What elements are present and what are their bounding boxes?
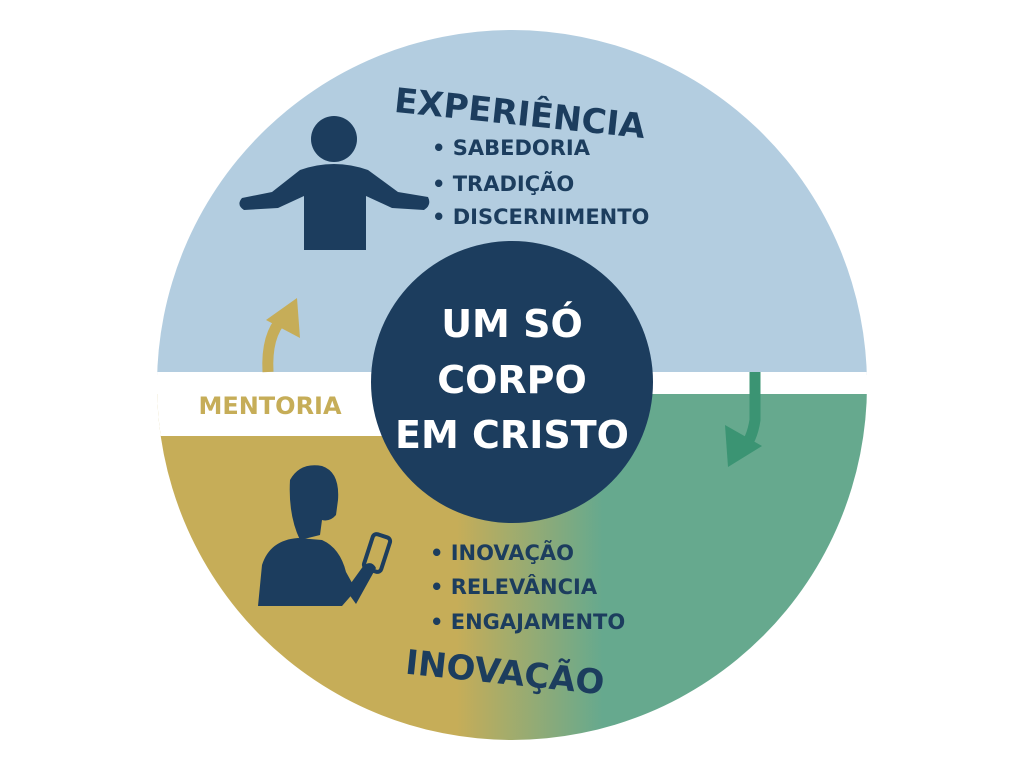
innovation-item: • ENGAJAMENTO bbox=[430, 610, 625, 634]
center-title-line2: CORPO bbox=[437, 358, 587, 402]
experience-item: • TRADIÇÃO bbox=[432, 171, 574, 196]
innovation-item: • RELEVÂNCIA bbox=[430, 574, 598, 599]
arrow-down-icon bbox=[725, 372, 762, 467]
elder-person-icon bbox=[239, 116, 430, 250]
experience-item: • DISCERNIMENTO bbox=[432, 205, 649, 229]
center-circle bbox=[371, 241, 653, 523]
experience-item: • SABEDORIA bbox=[432, 136, 591, 160]
center-title-line1: UM SÓ bbox=[441, 302, 583, 346]
innovation-item: • INOVAÇÃO bbox=[430, 540, 574, 565]
mentoring-label: MENTORIA bbox=[198, 392, 342, 420]
mentoring-arrow-up-icon bbox=[262, 298, 300, 373]
young-person-phone-icon bbox=[258, 465, 393, 606]
center-title-line3: EM CRISTO bbox=[395, 413, 629, 457]
